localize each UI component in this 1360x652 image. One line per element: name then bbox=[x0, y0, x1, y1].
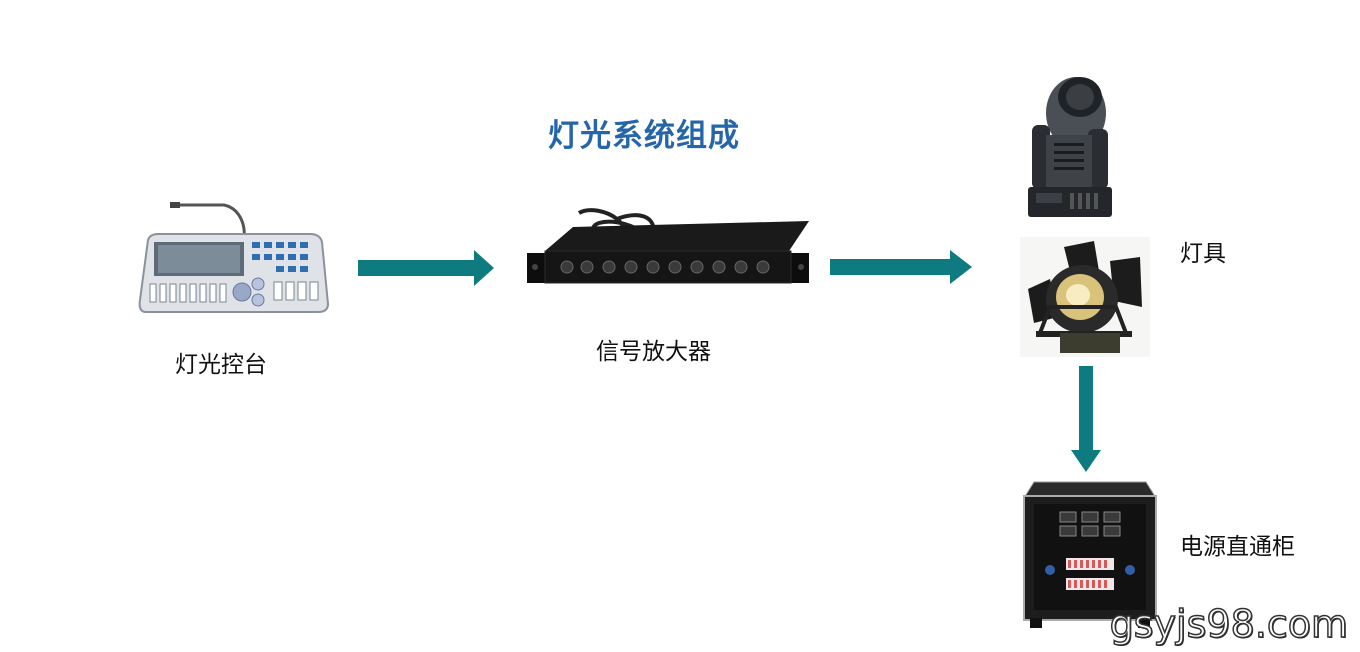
diagram-title: 灯光系统组成 bbox=[548, 118, 740, 154]
arrow-fixtures-to-power bbox=[1071, 366, 1101, 472]
arrow-console-to-amplifier bbox=[358, 250, 494, 286]
node-label-console: 灯光控台 bbox=[175, 352, 267, 378]
node-label-power: 电源直通柜 bbox=[1180, 534, 1295, 560]
node-label-fixtures: 灯具 bbox=[1180, 241, 1226, 267]
lighting-console-image bbox=[134, 200, 330, 318]
arrow-amplifier-to-fixtures bbox=[830, 250, 972, 286]
watermark: gsyjs98.com bbox=[1109, 601, 1349, 647]
node-label-amplifier: 信号放大器 bbox=[596, 339, 711, 365]
signal-amplifier-image bbox=[527, 205, 809, 287]
power-cabinet-image bbox=[1020, 478, 1160, 630]
par-light-image bbox=[1020, 237, 1150, 357]
moving-head-light-image bbox=[1024, 75, 1114, 219]
